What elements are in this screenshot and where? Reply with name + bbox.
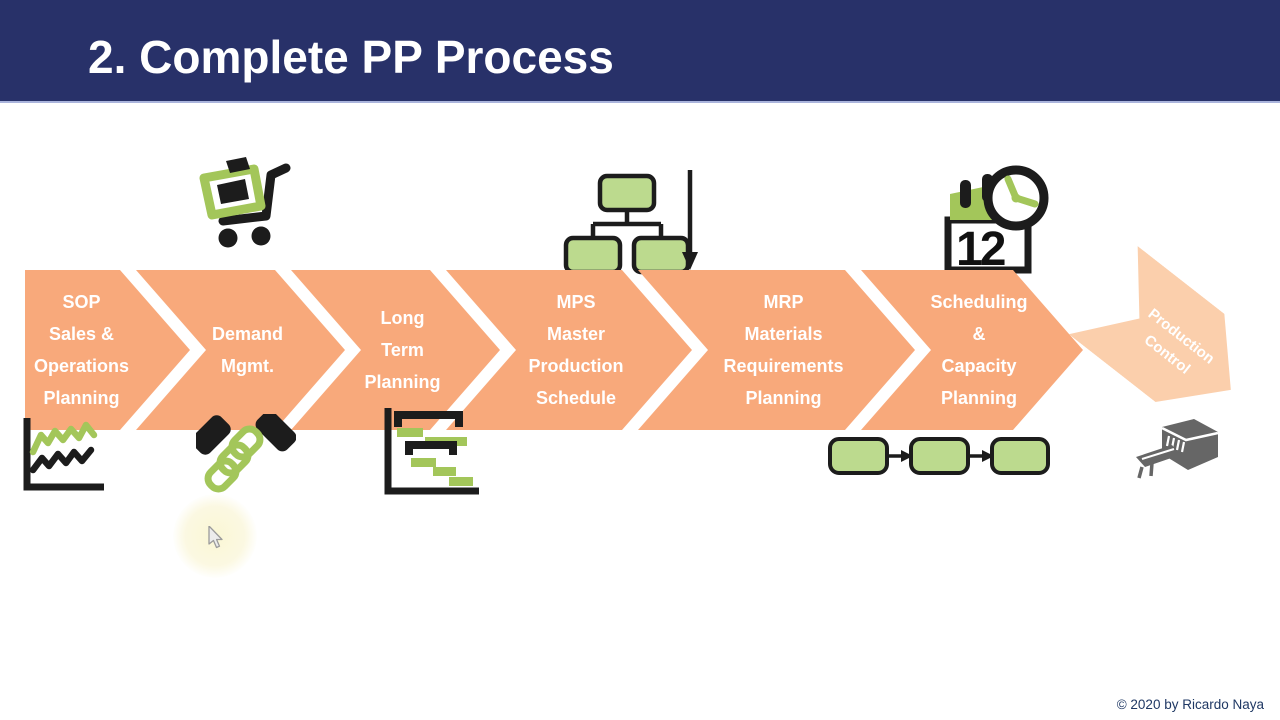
process-band: SOP Sales & Operations Planning Demand M… [0, 270, 1280, 430]
down-arrow-icon [682, 170, 698, 270]
copyright-text: © 2020 by Ricardo Naya [1116, 697, 1264, 712]
gantt-chart-icon [384, 408, 479, 495]
step-label-line: Scheduling [930, 292, 1028, 312]
step-label-line: MRP [763, 292, 804, 312]
step-label-line: Term [381, 340, 424, 360]
step-label-line: Planning [364, 372, 441, 392]
printer-icon [1136, 419, 1219, 479]
step-label-line: SOP [62, 292, 101, 312]
step-label: SOP Sales & Operations Planning [31, 270, 132, 430]
step-label-line: Master [546, 324, 606, 344]
step-label: Demand Mgmt. [198, 270, 297, 430]
step-label-line: Planning [43, 388, 120, 408]
step-label-line: Requirements [723, 356, 844, 376]
mouse-cursor [208, 526, 223, 549]
step-label-line: Planning [941, 388, 1017, 408]
step-label: MPS Master Production Schedule [508, 270, 644, 430]
step-label-line: Planning [745, 388, 822, 408]
step-label-line: Sales & [48, 324, 115, 344]
process-flow-icon [828, 437, 1050, 475]
step-label-line: Schedule [535, 388, 617, 408]
calendar-clock-icon: 12 [944, 165, 1049, 274]
step-label-line: Operations [33, 356, 130, 376]
slide-header: 2. Complete PP Process [0, 0, 1280, 103]
step-label: Long Term Planning [353, 270, 452, 430]
svg-text:12: 12 [956, 223, 1005, 274]
page-title: 2. Complete PP Process [88, 31, 614, 83]
step-label-line: Demand [211, 324, 283, 344]
step-label: MRP Materials Requirements Planning [700, 270, 867, 430]
step-label-line: Mgmt. [221, 356, 274, 376]
step-label-line: & [972, 324, 986, 344]
step-label-line: Materials [744, 324, 823, 344]
step-label-line: Long [380, 308, 425, 328]
line-chart-icon [23, 418, 104, 491]
step-label-line: Production [528, 356, 624, 376]
step-label-line: Capacity [941, 356, 1017, 376]
step-label: Scheduling & Capacity Planning [923, 270, 1035, 430]
step-label-line: MPS [556, 292, 596, 312]
handshake-icon [196, 414, 296, 493]
shopping-cart-icon [199, 157, 291, 248]
